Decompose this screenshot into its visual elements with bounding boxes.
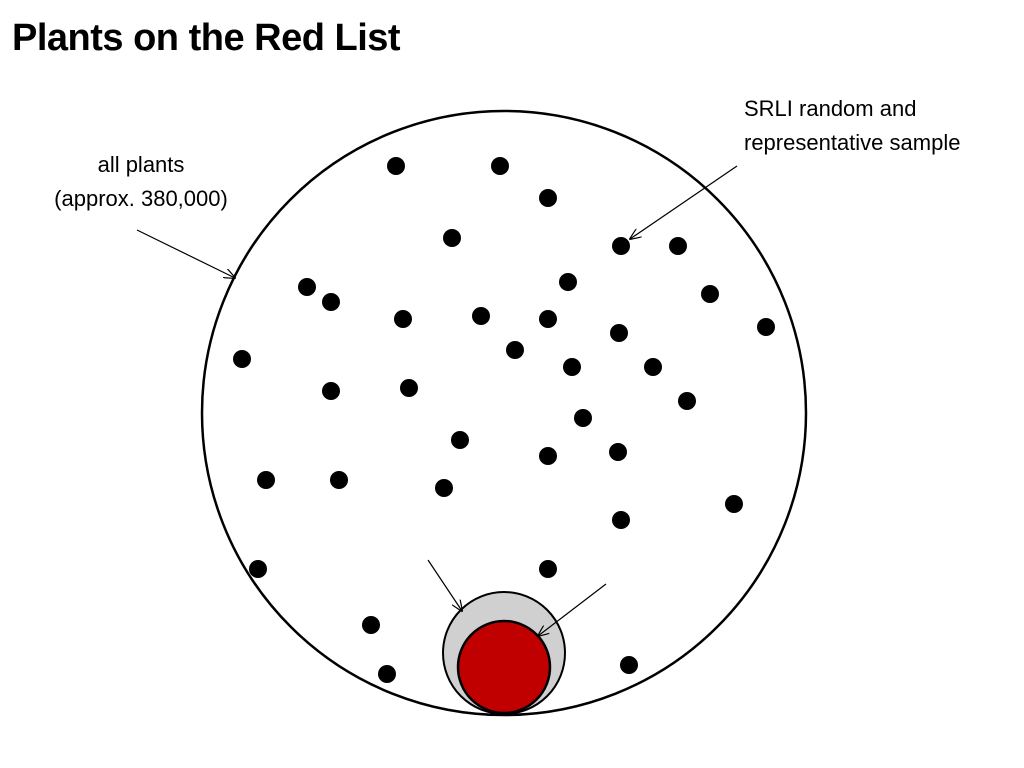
sample-dot bbox=[644, 358, 662, 376]
sample-arrow bbox=[630, 165, 738, 239]
sample-dot bbox=[610, 324, 628, 342]
sample-label-line1: SRLI random and bbox=[744, 96, 917, 121]
sample-dot bbox=[574, 409, 592, 427]
all-plants-arrow bbox=[136, 229, 235, 278]
sample-dot bbox=[725, 495, 743, 513]
sample-dot bbox=[539, 189, 557, 207]
sample-dot bbox=[322, 382, 340, 400]
sample-label: SRLI random and representative sample bbox=[744, 92, 960, 160]
sample-dot bbox=[609, 443, 627, 461]
sample-dot bbox=[506, 341, 524, 359]
sample-dot bbox=[322, 293, 340, 311]
sample-dot bbox=[669, 237, 687, 255]
sample-dot bbox=[491, 157, 509, 175]
sample-dot bbox=[539, 310, 557, 328]
threatened-circle bbox=[456, 619, 552, 715]
sample-dot bbox=[435, 479, 453, 497]
sample-dot bbox=[620, 656, 638, 674]
sample-dot bbox=[451, 431, 469, 449]
sample-dots bbox=[233, 157, 775, 683]
sample-dot bbox=[563, 358, 581, 376]
page-title: Plants on the Red List bbox=[12, 17, 401, 59]
sample-dot bbox=[443, 229, 461, 247]
sample-dot bbox=[249, 560, 267, 578]
sample-dot bbox=[559, 273, 577, 291]
sample-dot bbox=[378, 665, 396, 683]
sample-dot bbox=[612, 237, 630, 255]
sample-dot bbox=[757, 318, 775, 336]
sample-dot bbox=[472, 307, 490, 325]
sample-dot bbox=[539, 560, 557, 578]
all-plants-label: all plants (approx. 380,000) bbox=[30, 148, 252, 216]
sample-dot bbox=[257, 471, 275, 489]
sample-label-line2: representative sample bbox=[744, 130, 961, 155]
sample-dot bbox=[678, 392, 696, 410]
sample-dot bbox=[701, 285, 719, 303]
sample-dot bbox=[362, 616, 380, 634]
assessed-arrow bbox=[427, 559, 462, 611]
threatened-arrow bbox=[538, 583, 607, 636]
sample-dot bbox=[400, 379, 418, 397]
sample-dot bbox=[387, 157, 405, 175]
sample-dot bbox=[298, 278, 316, 296]
all-plants-label-line2: (approx. 380,000) bbox=[54, 186, 228, 211]
sample-dot bbox=[612, 511, 630, 529]
sample-dot bbox=[330, 471, 348, 489]
sample-dot bbox=[394, 310, 412, 328]
all-plants-label-line1: all plants bbox=[97, 152, 185, 177]
sample-dot bbox=[233, 350, 251, 368]
sample-dot bbox=[539, 447, 557, 465]
